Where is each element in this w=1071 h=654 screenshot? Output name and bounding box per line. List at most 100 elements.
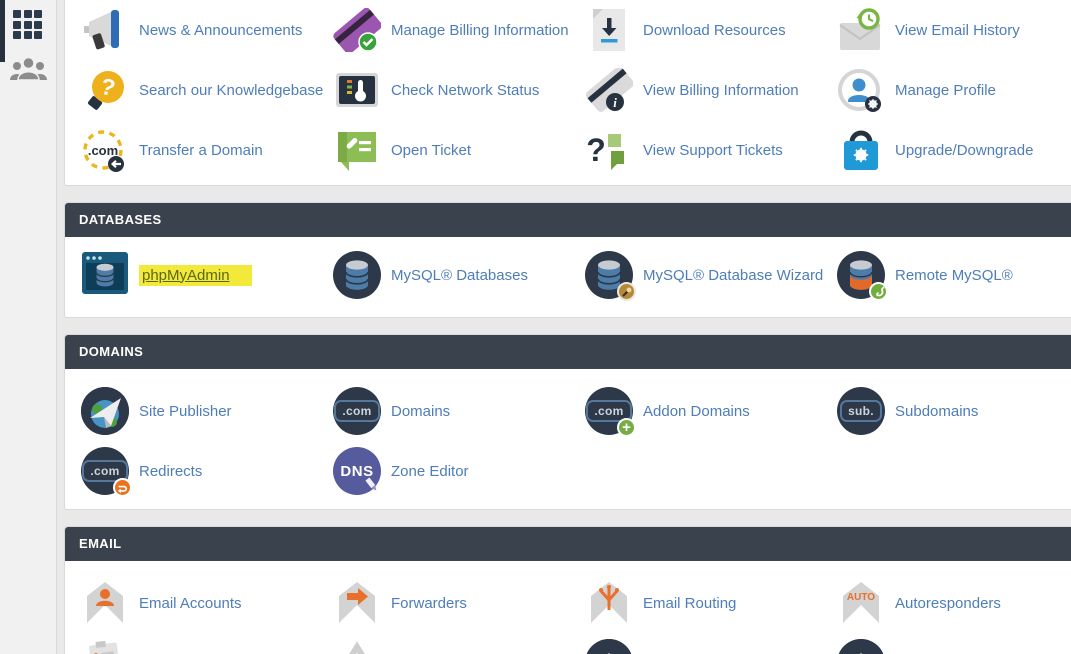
bulb-question-icon[interactable]: ? [81, 68, 129, 112]
svg-text:?: ? [98, 73, 118, 102]
envelope-person-icon[interactable] [81, 579, 129, 627]
section-header-databases: DATABASES [65, 203, 1071, 237]
item-link[interactable]: View Billing Information [643, 81, 799, 99]
corner-strip [0, 0, 5, 62]
email-item-partial [81, 639, 333, 654]
item-remote-mysql: Remote MySQL® [837, 251, 1071, 301]
item-redirects: .com Redirects [81, 447, 333, 497]
svg-text:?: ? [586, 132, 606, 168]
dotcom-redirect-icon[interactable]: .com [81, 447, 132, 497]
item-site-publisher: Site Publisher [81, 387, 333, 435]
circle-envelope-icon[interactable] [837, 639, 885, 654]
dotcom-icon[interactable]: .com [333, 387, 381, 435]
globe-plane-icon[interactable] [81, 387, 129, 435]
item-link[interactable]: Manage Profile [895, 81, 996, 99]
item-link[interactable]: Open Ticket [391, 141, 472, 159]
apps-grid-icon[interactable] [13, 10, 42, 39]
item-link[interactable]: Zone Editor [391, 462, 469, 480]
credit-card-check-icon[interactable] [333, 7, 382, 54]
credit-card-info-icon[interactable]: i [585, 66, 634, 112]
item-link[interactable]: Upgrade/Downgrade [895, 141, 1034, 159]
envelope-routing-icon[interactable] [585, 579, 633, 627]
item-link[interactable]: Email Accounts [139, 594, 242, 612]
email-card: EMAIL Email Accounts [64, 526, 1071, 654]
item-open-ticket: Open Ticket [333, 128, 585, 172]
email-item-partial [837, 639, 1071, 654]
mysql-database-icon[interactable] [333, 251, 381, 299]
mysql-wizard-icon[interactable] [585, 251, 636, 301]
item-news-announcements: News & Announcements [81, 8, 333, 52]
envelope-history-icon[interactable] [837, 8, 885, 52]
item-link[interactable]: Subdomains [895, 402, 979, 420]
item-link[interactable]: View Support Tickets [643, 141, 783, 159]
item-link[interactable]: Domains [391, 402, 451, 420]
item-link[interactable]: Transfer a Domain [139, 141, 263, 159]
megaphone-icon[interactable] [81, 8, 129, 52]
shopping-bag-gear-icon[interactable] [837, 128, 885, 172]
item-search-knowledgebase: ? Search our Knowledgebase [81, 68, 333, 112]
item-manage-billing: Manage Billing Information [333, 7, 585, 54]
item-link[interactable]: Download Resources [643, 21, 786, 39]
item-link[interactable]: Search our Knowledgebase [139, 81, 324, 99]
svg-text:.com: .com [88, 143, 118, 158]
document-download-icon[interactable] [585, 8, 633, 52]
user-groups-icon[interactable] [10, 56, 47, 87]
item-upgrade-downgrade: Upgrade/Downgrade [837, 128, 1071, 172]
item-download-resources: Download Resources [585, 8, 837, 52]
item-link[interactable]: phpMyAdmin [139, 264, 252, 286]
svg-text:AUTO: AUTO [847, 592, 875, 603]
item-link[interactable]: Site Publisher [139, 402, 232, 420]
item-transfer-domain: .com Transfer a Domain [81, 128, 333, 172]
circle-envelope-icon[interactable] [585, 639, 633, 654]
person-gear-icon[interactable] [837, 68, 885, 112]
item-domains: .com Domains [333, 387, 585, 435]
databases-card: DATABASES phpMyAdmin MySQL® Databas [64, 202, 1071, 318]
item-link[interactable]: Email Routing [643, 594, 737, 612]
ticket-bubble-icon[interactable] [333, 128, 381, 172]
remote-mysql-icon[interactable] [837, 251, 888, 301]
item-link[interactable]: Redirects [139, 462, 203, 480]
question-tickets-icon[interactable]: ? [585, 128, 633, 172]
section-header-domains: DOMAINS [65, 335, 1071, 369]
item-link[interactable]: Addon Domains [643, 402, 750, 420]
support-card: News & Announcements Manage Billing Info… [64, 0, 1071, 186]
item-link[interactable]: Check Network Status [391, 81, 540, 99]
monitor-thermometer-icon[interactable] [333, 68, 381, 112]
email-item-partial [585, 639, 837, 654]
item-phpmyadmin: phpMyAdmin [81, 251, 333, 299]
item-mysql-databases: MySQL® Databases [333, 251, 585, 299]
domains-card: DOMAINS Site Publisher [64, 334, 1071, 510]
item-mysql-wizard: MySQL® Database Wizard [585, 251, 837, 301]
main-content: News & Announcements Manage Billing Info… [57, 0, 1071, 654]
envelope-auto-icon[interactable]: AUTO [837, 579, 885, 627]
item-autoresponders: AUTO Autoresponders [837, 579, 1071, 627]
item-link[interactable]: News & Announcements [139, 21, 303, 39]
item-link[interactable]: View Email History [895, 21, 1020, 39]
item-email-routing: Email Routing [585, 579, 837, 627]
item-view-billing: i View Billing Information [585, 66, 837, 112]
phpmyadmin-icon[interactable] [81, 251, 129, 299]
dns-pencil-icon[interactable]: DNS [333, 447, 381, 495]
subdomain-icon[interactable]: sub. [837, 387, 885, 435]
item-subdomains: sub. Subdomains [837, 387, 1071, 435]
item-link[interactable]: Remote MySQL® [895, 266, 1013, 284]
checklist-icon[interactable] [81, 639, 129, 654]
item-zone-editor: DNS Zone Editor [333, 447, 585, 495]
item-link[interactable]: Manage Billing Information [391, 21, 569, 39]
item-link[interactable]: Autoresponders [895, 594, 1001, 612]
item-link[interactable]: MySQL® Databases [391, 266, 528, 284]
item-link[interactable]: Forwarders [391, 594, 467, 612]
item-link[interactable]: MySQL® Database Wizard [643, 266, 824, 284]
item-view-email-history: View Email History [837, 8, 1071, 52]
email-item-partial [333, 639, 585, 654]
dotcom-plus-icon[interactable]: .com + [585, 387, 636, 437]
envelope-arrow-icon[interactable] [333, 579, 381, 627]
item-check-network-status: Check Network Status [333, 68, 585, 112]
dotcom-transfer-icon[interactable]: .com [81, 128, 129, 172]
item-view-support-tickets: ? View Support Tickets [585, 128, 837, 172]
left-sidebar [0, 0, 57, 654]
item-email-accounts: Email Accounts [81, 579, 333, 627]
svg-text:i: i [613, 95, 617, 110]
item-addon-domains: .com + Addon Domains [585, 387, 837, 437]
envelope-ring-icon[interactable] [333, 639, 381, 654]
